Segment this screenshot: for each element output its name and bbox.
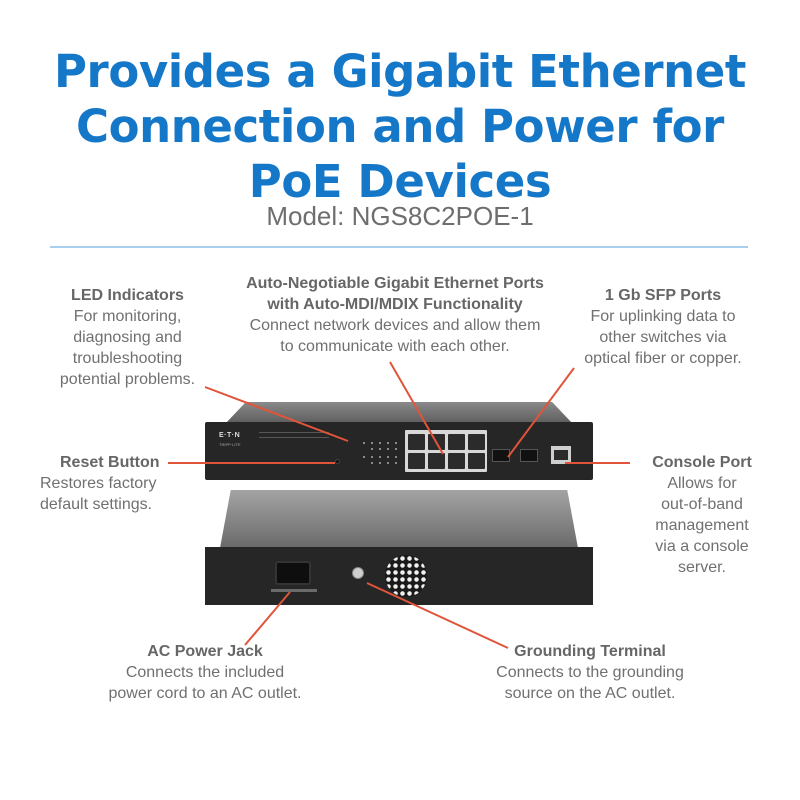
model-label xyxy=(259,432,329,438)
sub-brand-logo: TRIPP·LITE xyxy=(219,442,241,447)
sfp-port-1 xyxy=(492,449,510,462)
ac-power-jack xyxy=(275,561,311,585)
power-rating-label xyxy=(271,589,317,592)
callout-description: Connects to the grounding source on the … xyxy=(496,664,684,702)
sfp-port-2 xyxy=(520,449,538,462)
title-line-3: PoE Devices xyxy=(248,155,552,208)
callout-description: For uplinking data to other switches via… xyxy=(584,308,742,367)
fan-vent xyxy=(385,555,427,597)
title-line-1: Provides a Gigabit Ethernet xyxy=(53,45,747,98)
switch-front-panel: E·T·N TRIPP·LITE xyxy=(205,422,593,480)
ethernet-ports xyxy=(405,430,487,472)
callout-title: Console Port xyxy=(652,454,752,471)
callout-title: AC Power Jack xyxy=(147,643,263,660)
led-indicators xyxy=(353,440,403,468)
grounding-terminal xyxy=(352,567,364,579)
switch-rear-panel xyxy=(205,547,593,605)
callout-description: Connect network devices and allow them t… xyxy=(249,317,541,355)
callout-title: Grounding Terminal xyxy=(514,643,666,660)
switch-rear-view xyxy=(205,490,593,608)
callout-description: Restores factory default settings. xyxy=(40,475,157,513)
callout-description: For monitoring, diagnosing and troublesh… xyxy=(59,308,196,388)
callout-ac-power-jack: AC Power Jack Connects the included powe… xyxy=(90,641,320,704)
callout-title: 1 Gb SFP Ports xyxy=(604,287,722,304)
title-line-2: Connection and Power for xyxy=(76,100,724,153)
page-title: Provides a Gigabit Ethernet Connection a… xyxy=(0,44,800,209)
callout-sfp-ports: 1 Gb SFP Ports For uplinking data to oth… xyxy=(568,285,758,369)
callout-grounding-terminal: Grounding Terminal Connects to the groun… xyxy=(470,641,710,704)
callout-title: Reset Button xyxy=(60,454,160,471)
model-number: Model: NGS8C2POE-1 xyxy=(266,201,534,231)
callout-title: LED Indicators xyxy=(71,287,184,304)
callout-ethernet-ports: Auto-Negotiable Gigabit Ethernet Ports w… xyxy=(210,273,580,357)
console-port xyxy=(551,446,571,464)
switch-front-view: E·T·N TRIPP·LITE xyxy=(205,402,593,482)
switch-top-panel xyxy=(220,490,578,548)
reset-button xyxy=(335,459,340,464)
callout-led-indicators: LED Indicators For monitoring, diagnosin… xyxy=(40,285,215,390)
switch-top-panel xyxy=(225,402,573,424)
callout-reset-button: Reset Button Restores factory default se… xyxy=(40,452,200,515)
callout-description: Connects the included power cord to an A… xyxy=(108,664,302,702)
header-divider xyxy=(50,246,748,248)
callout-console-port: Console Port Allows for out-of-band mana… xyxy=(632,452,772,578)
callout-title: Auto-Negotiable Gigabit Ethernet Ports w… xyxy=(246,275,544,313)
callout-description: Allows for out-of-band management via a … xyxy=(655,475,749,576)
brand-logo: E·T·N xyxy=(219,432,241,439)
